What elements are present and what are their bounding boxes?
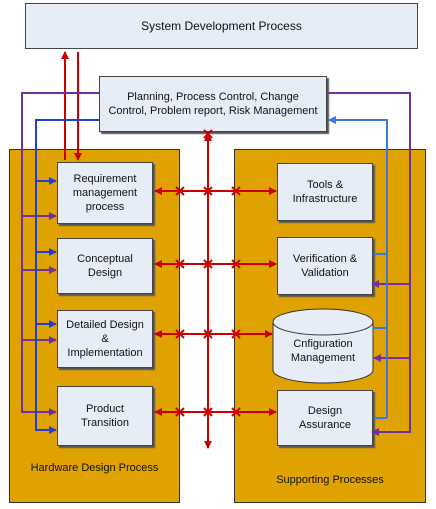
detailed-design-box: Detailed Design & Implementation <box>57 310 153 368</box>
conceptual-design-text: Conceptual Design <box>77 253 133 279</box>
planning-control-box: Planning, Process Control, Change Contro… <box>99 76 327 132</box>
product-transition-box: Product Transition <box>57 386 153 446</box>
red-cross-markers <box>175 129 241 417</box>
requirement-management-text: Requirement management process <box>72 173 138 213</box>
hardware-design-label: Hardware Design Process <box>30 462 159 474</box>
product-transition-text: Product Transition <box>81 403 129 429</box>
tools-infrastructure-text: Tools & Infrastructure <box>292 179 358 205</box>
verification-validation-box: Verification & Validation <box>277 237 373 295</box>
detailed-design-text: Detailed Design & Implementation <box>66 319 144 359</box>
configuration-management-text: Cnfiguration Management <box>290 338 356 364</box>
design-assurance-text: Design Assurance <box>299 405 351 431</box>
system-development-title: System Development Process <box>141 19 302 33</box>
configuration-management-text-wrap: Cnfiguration Management <box>273 334 373 368</box>
red-link-top <box>61 51 212 449</box>
blue-right-lines <box>328 116 388 419</box>
verification-validation-text: Verification & Validation <box>292 253 358 279</box>
system-development-box: System Development Process <box>25 3 418 49</box>
tools-infrastructure-box: Tools & Infrastructure <box>277 163 373 221</box>
design-assurance-box: Design Assurance <box>277 390 373 446</box>
blue-left-lines <box>35 119 99 434</box>
requirement-management-box: Requirement management process <box>57 162 153 224</box>
supporting-processes-label: Supporting Processes <box>276 474 384 486</box>
purple-feedback-lines <box>21 92 411 436</box>
red-link-horizontal <box>154 187 277 416</box>
planning-control-text: Planning, Process Control, Change Contro… <box>108 91 318 117</box>
conceptual-design-box: Conceptual Design <box>57 238 153 294</box>
